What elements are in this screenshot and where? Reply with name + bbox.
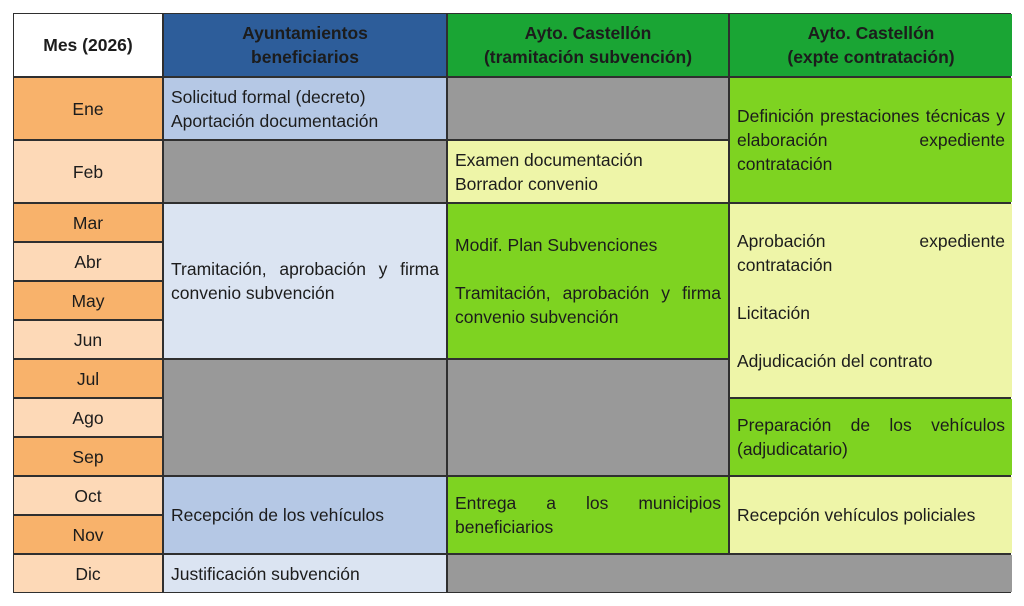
task-cell: Preparación de los vehículos (adjudicata… bbox=[730, 399, 1012, 475]
task-cell: Justificación subvención bbox=[164, 555, 446, 592]
task-text: Justificación subvención bbox=[171, 563, 360, 584]
task-cell: Aprobación expediente contratación Licit… bbox=[730, 204, 1012, 397]
month-cell: May bbox=[14, 282, 162, 319]
empty-cell bbox=[448, 78, 728, 139]
task-text: Examen documentación bbox=[455, 149, 643, 170]
task-text: Tramitación, aprobación y firma convenio… bbox=[455, 283, 721, 327]
task-text: Solicitud formal (decreto) bbox=[171, 86, 366, 107]
task-cell: Tramitación, aprobación y firma convenio… bbox=[164, 204, 446, 358]
task-text: Recepción de los vehículos bbox=[171, 505, 385, 525]
task-cell: Recepción vehículos policiales bbox=[730, 477, 1012, 553]
task-text: Preparación de los vehículos (adjudicata… bbox=[737, 415, 1005, 459]
task-text: Aportación documentación bbox=[171, 110, 379, 131]
header-text: Ayto. Castellón bbox=[524, 23, 652, 43]
task-text: Modif. Plan Subvenciones bbox=[455, 235, 658, 255]
task-cell: Entrega a los municipios beneficiarios bbox=[448, 477, 728, 553]
header-text: (expte contratación) bbox=[787, 47, 955, 67]
header-ayuntamientos: Ayuntamientos beneficiarios bbox=[164, 14, 446, 76]
task-cell: Examen documentación Borrador convenio bbox=[448, 141, 728, 202]
header-text: Mes (2026) bbox=[43, 35, 133, 55]
task-text: Borrador convenio bbox=[455, 173, 598, 194]
empty-cell bbox=[164, 360, 446, 475]
month-cell: Nov bbox=[14, 516, 162, 553]
task-cell: Modif. Plan Subvenciones Tramitación, ap… bbox=[448, 204, 728, 358]
header-text: beneficiarios bbox=[251, 47, 359, 67]
month-cell: Jul bbox=[14, 360, 162, 397]
task-cell: Definición prestaciones técnicas y elabo… bbox=[730, 78, 1012, 202]
empty-cell bbox=[448, 360, 728, 475]
task-text: Definición prestaciones técnicas y elabo… bbox=[737, 106, 1005, 174]
task-text: Adjudicación del contrato bbox=[737, 350, 933, 371]
header-tramitacion: Ayto. Castellón (tramitación subvención) bbox=[448, 14, 728, 76]
month-cell: Mar bbox=[14, 204, 162, 241]
task-text: Licitación bbox=[737, 302, 810, 323]
task-text: Tramitación, aprobación y firma convenio… bbox=[171, 259, 439, 303]
month-cell: Ene bbox=[14, 78, 162, 139]
month-cell: Dic bbox=[14, 555, 162, 592]
month-cell: Ago bbox=[14, 399, 162, 436]
header-contratacion: Ayto. Castellón (expte contratación) bbox=[730, 14, 1012, 76]
month-cell: Jun bbox=[14, 321, 162, 358]
task-cell: Recepción de los vehículos bbox=[164, 477, 446, 553]
month-cell: Oct bbox=[14, 477, 162, 514]
month-cell: Sep bbox=[14, 438, 162, 475]
empty-cell bbox=[448, 555, 1012, 592]
task-text: Recepción vehículos policiales bbox=[737, 505, 976, 525]
task-cell: Solicitud formal (decreto) Aportación do… bbox=[164, 78, 446, 139]
header-text: Ayuntamientos bbox=[242, 23, 368, 43]
month-cell: Abr bbox=[14, 243, 162, 280]
header-month: Mes (2026) bbox=[14, 14, 162, 76]
empty-cell bbox=[164, 141, 446, 202]
task-text: Aprobación expediente contratación bbox=[737, 230, 1005, 275]
month-cell: Feb bbox=[14, 141, 162, 202]
schedule-table: Mes (2026) Ayuntamientos beneficiarios A… bbox=[13, 13, 1012, 593]
header-text: Ayto. Castellón bbox=[807, 23, 935, 43]
task-text: Entrega a los municipios beneficiarios bbox=[455, 493, 721, 537]
header-text: (tramitación subvención) bbox=[483, 47, 693, 67]
